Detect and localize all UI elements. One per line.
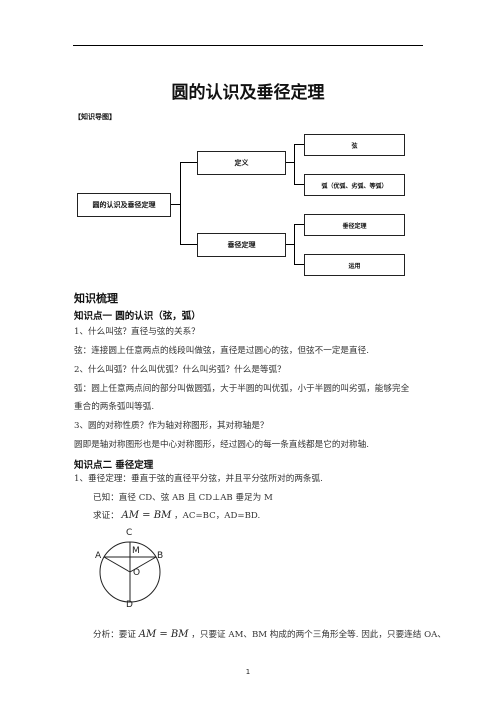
figure-label-c: C — [126, 528, 133, 538]
mindmap-definition-label: 定义 — [234, 159, 249, 167]
mindmap-theorem-leaf-label: 垂径定理 — [342, 222, 367, 230]
analysis-rest: ，只要证 AM、BM 构成的两个三角形全等. 因此，只要连结 OA、 — [191, 630, 446, 640]
figure-label-a: A — [95, 551, 102, 561]
figure-radius-ob — [129, 556, 157, 573]
analysis-formula: AM = BM — [138, 629, 189, 640]
figure-radius-oa — [103, 556, 131, 573]
question-3: 3、圆的对称性质？作为轴对称图形，其对称轴是？ — [74, 421, 269, 431]
mindmap-application-box: 运用 — [304, 254, 405, 276]
page-number: 1 — [245, 668, 251, 676]
figure-label-b: B — [157, 551, 164, 561]
connector-root-trunk — [170, 204, 180, 205]
mindmap-arc-label: 弧（优弧、劣弧、等弧） — [321, 182, 388, 190]
connector-thm-vertical — [294, 224, 295, 264]
prove-line: 求证： AM = BM ，AC=BC，AD=BD. — [93, 509, 260, 521]
mindmap-theorem-label: 垂径定理 — [227, 241, 256, 249]
connector-root-vertical — [180, 162, 181, 244]
mindmap-chord-label: 弦 — [351, 142, 358, 150]
connector-def-trunk — [284, 162, 294, 163]
answer-1: 弦：连接圆上任意两点的线段叫做弦，直径是过圆心的弦，但弦不一定是直径. — [74, 346, 369, 356]
connector-def-vertical — [294, 144, 295, 184]
answer-2-line-2: 重合的两条弧叫等弧. — [74, 402, 155, 412]
connector-to-arc — [294, 184, 304, 185]
prove-formula: AM = BM — [121, 510, 172, 521]
page-title: 圆的认识及垂径定理 — [171, 83, 325, 103]
mindmap-arc-box: 弧（优弧、劣弧、等弧） — [304, 174, 405, 196]
mindmap-header: 【知识导图】 — [74, 113, 116, 121]
mindmap-application-label: 运用 — [348, 262, 361, 270]
given-statement: 已知：直径 CD、弦 AB 且 CD⊥AB 垂足为 M — [93, 493, 273, 503]
circle-figure — [99, 541, 161, 603]
mindmap-definition-box: 定义 — [197, 151, 286, 175]
connector-to-application — [294, 264, 304, 265]
connector-to-definition — [180, 162, 197, 163]
answer-2-line-1: 弧：圆上任意两点间的部分叫做圆弧，大于半圆的叫优弧，小于半圆的叫劣弧，能够完全 — [74, 384, 410, 394]
figure-label-o: O — [133, 568, 141, 578]
connector-thm-trunk — [284, 244, 294, 245]
connector-to-theorem-leaf — [294, 224, 304, 225]
point2-heading: 知识点二 垂径定理 — [74, 460, 154, 471]
figure-label-m: M — [132, 546, 140, 556]
prove-label: 求证： — [93, 511, 119, 521]
connector-to-theorem — [180, 244, 197, 245]
mindmap-root-label: 圆的认识及垂径定理 — [92, 201, 156, 209]
question-2: 2、什么叫弧？什么叫优弧？什么叫劣弧？什么是等弧？ — [74, 365, 286, 375]
analysis-label: 分析：要证 — [93, 630, 136, 640]
prove-rest: ，AC=BC，AD=BD. — [174, 511, 261, 521]
answer-3: 圆即是轴对称图形也是中心对称图形，经过圆心的每一条直线都是它的对称轴. — [74, 440, 369, 450]
connector-to-chord — [294, 144, 304, 145]
analysis-line: 分析：要证 AM = BM ，只要证 AM、BM 构成的两个三角形全等. 因此，… — [93, 628, 446, 640]
header-rule — [73, 45, 423, 46]
section-heading: 知识梳理 — [74, 292, 118, 305]
point1-heading: 知识点一 圆的认识（弦，弧） — [74, 311, 201, 322]
question-1: 1、什么叫弦？直径与弦的关系？ — [74, 327, 200, 337]
mindmap-root-box: 圆的认识及垂径定理 — [77, 193, 171, 217]
mindmap-chord-box: 弦 — [304, 134, 405, 156]
theorem-statement: 1、垂径定理：垂直于弦的直径平分弦，并且平分弦所对的两条弧. — [74, 474, 323, 484]
mindmap-theorem-box: 垂径定理 — [197, 233, 286, 257]
figure-label-d: D — [126, 600, 133, 610]
mindmap-theorem-leaf-box: 垂径定理 — [304, 214, 405, 236]
